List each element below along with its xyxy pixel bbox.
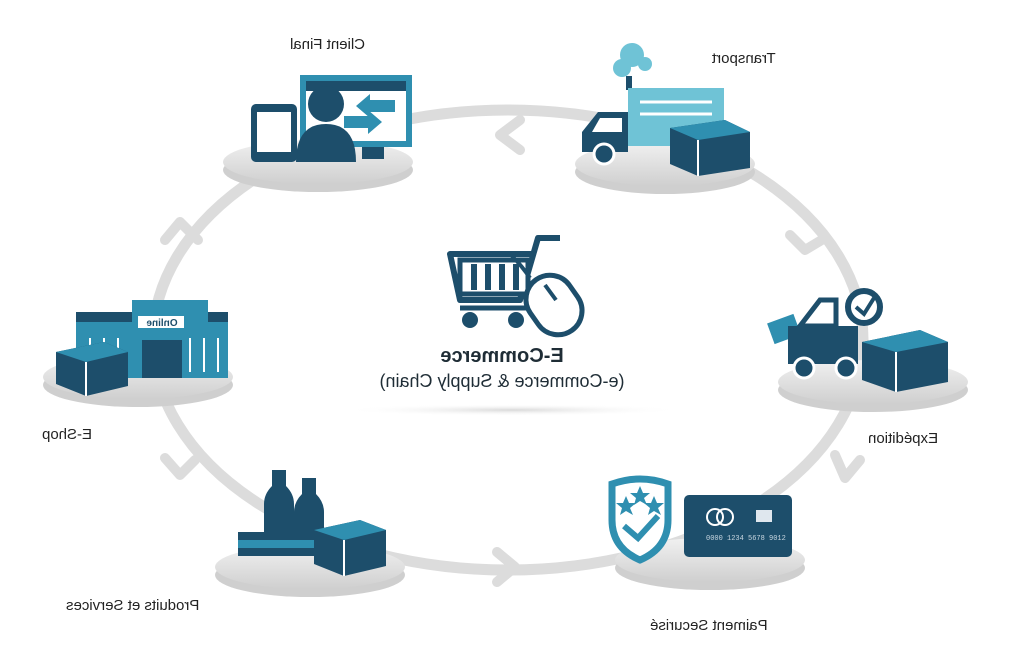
- arrow-bottom-icon: [492, 547, 520, 587]
- center-subtitle: (e-Commerce & Supply Chain): [379, 371, 625, 391]
- credit-card-icon: [684, 495, 792, 557]
- bottle-icon: [264, 470, 294, 540]
- cycle-arrows: [160, 115, 865, 587]
- clock-icon: [845, 288, 883, 326]
- platform-client-final: [223, 75, 413, 192]
- arrow-top-icon: [495, 115, 525, 155]
- label-paiement: Paiment Securisé: [650, 617, 768, 634]
- bottle-icon: [294, 478, 324, 540]
- stack-icon: [238, 548, 324, 556]
- label-produits: Produits et Services: [66, 597, 200, 614]
- label-expedition: Expédition: [868, 430, 939, 447]
- platform-transport: [575, 43, 755, 194]
- arrow-left-top-icon: [160, 217, 203, 245]
- mouse-icon: [510, 254, 585, 338]
- platform-produits: [215, 470, 405, 597]
- platform-eshop: Online: [43, 300, 233, 407]
- label-client-final: Client Final: [290, 36, 366, 53]
- arrow-right-icon: [344, 110, 382, 134]
- arrow-left-icon: [356, 94, 395, 118]
- card-number: 0000 1234 5678 9012: [706, 535, 786, 543]
- storefront-sign: Online: [146, 318, 178, 329]
- shopping-cart-icon: [447, 235, 560, 328]
- center-shadow: [342, 404, 682, 416]
- label-transport: Transport: [712, 50, 776, 67]
- platform-expedition: [767, 288, 968, 412]
- person-icon: [308, 86, 344, 122]
- label-eshop: E-Shop: [42, 426, 93, 443]
- arrow-right-bottom-icon: [830, 450, 865, 483]
- platform-paiement: 0000 1234 5678 9012: [608, 475, 805, 590]
- center-title: E-Commerce: [440, 345, 564, 367]
- arrow-left-bottom-icon: [160, 453, 200, 480]
- arrow-right-top-icon: [785, 230, 830, 255]
